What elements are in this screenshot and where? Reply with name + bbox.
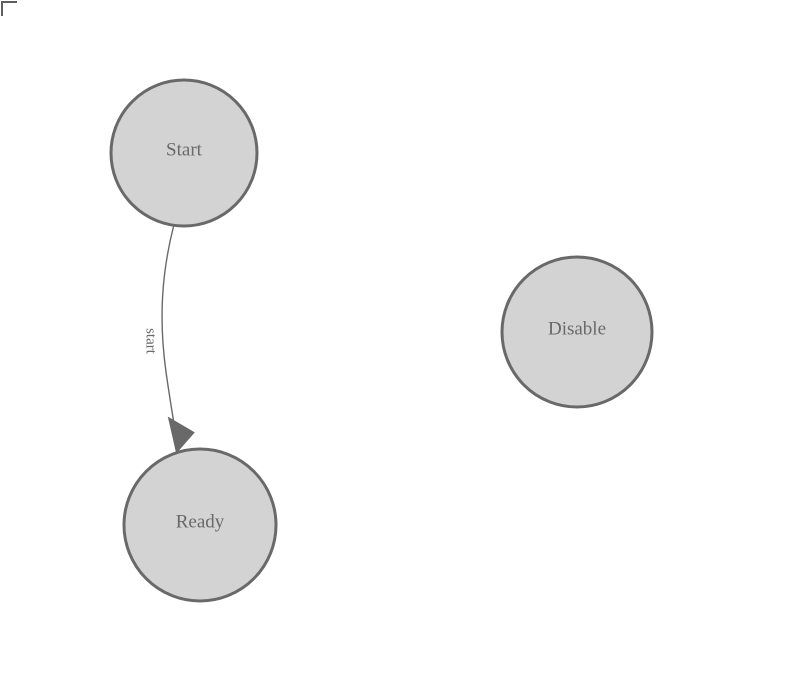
top-left-corner-bracket-icon (1, 1, 17, 16)
state-node-disable-label: Disable (548, 318, 606, 339)
state-node-disable-circle (500, 255, 654, 409)
state-node-start[interactable]: Start (109, 78, 259, 228)
state-node-ready[interactable]: Ready (122, 447, 278, 603)
state-node-ready-label: Ready (176, 511, 225, 532)
edge-start-to-ready[interactable]: start (143, 226, 195, 454)
state-node-disable[interactable]: Disable (500, 255, 654, 409)
arrowhead-icon (167, 416, 195, 454)
state-node-ready-circle (122, 447, 278, 603)
state-node-start-circle (109, 78, 259, 228)
edge-line (161, 226, 178, 443)
edge-label-start: start (143, 328, 159, 355)
state-node-start-label: Start (166, 139, 203, 160)
